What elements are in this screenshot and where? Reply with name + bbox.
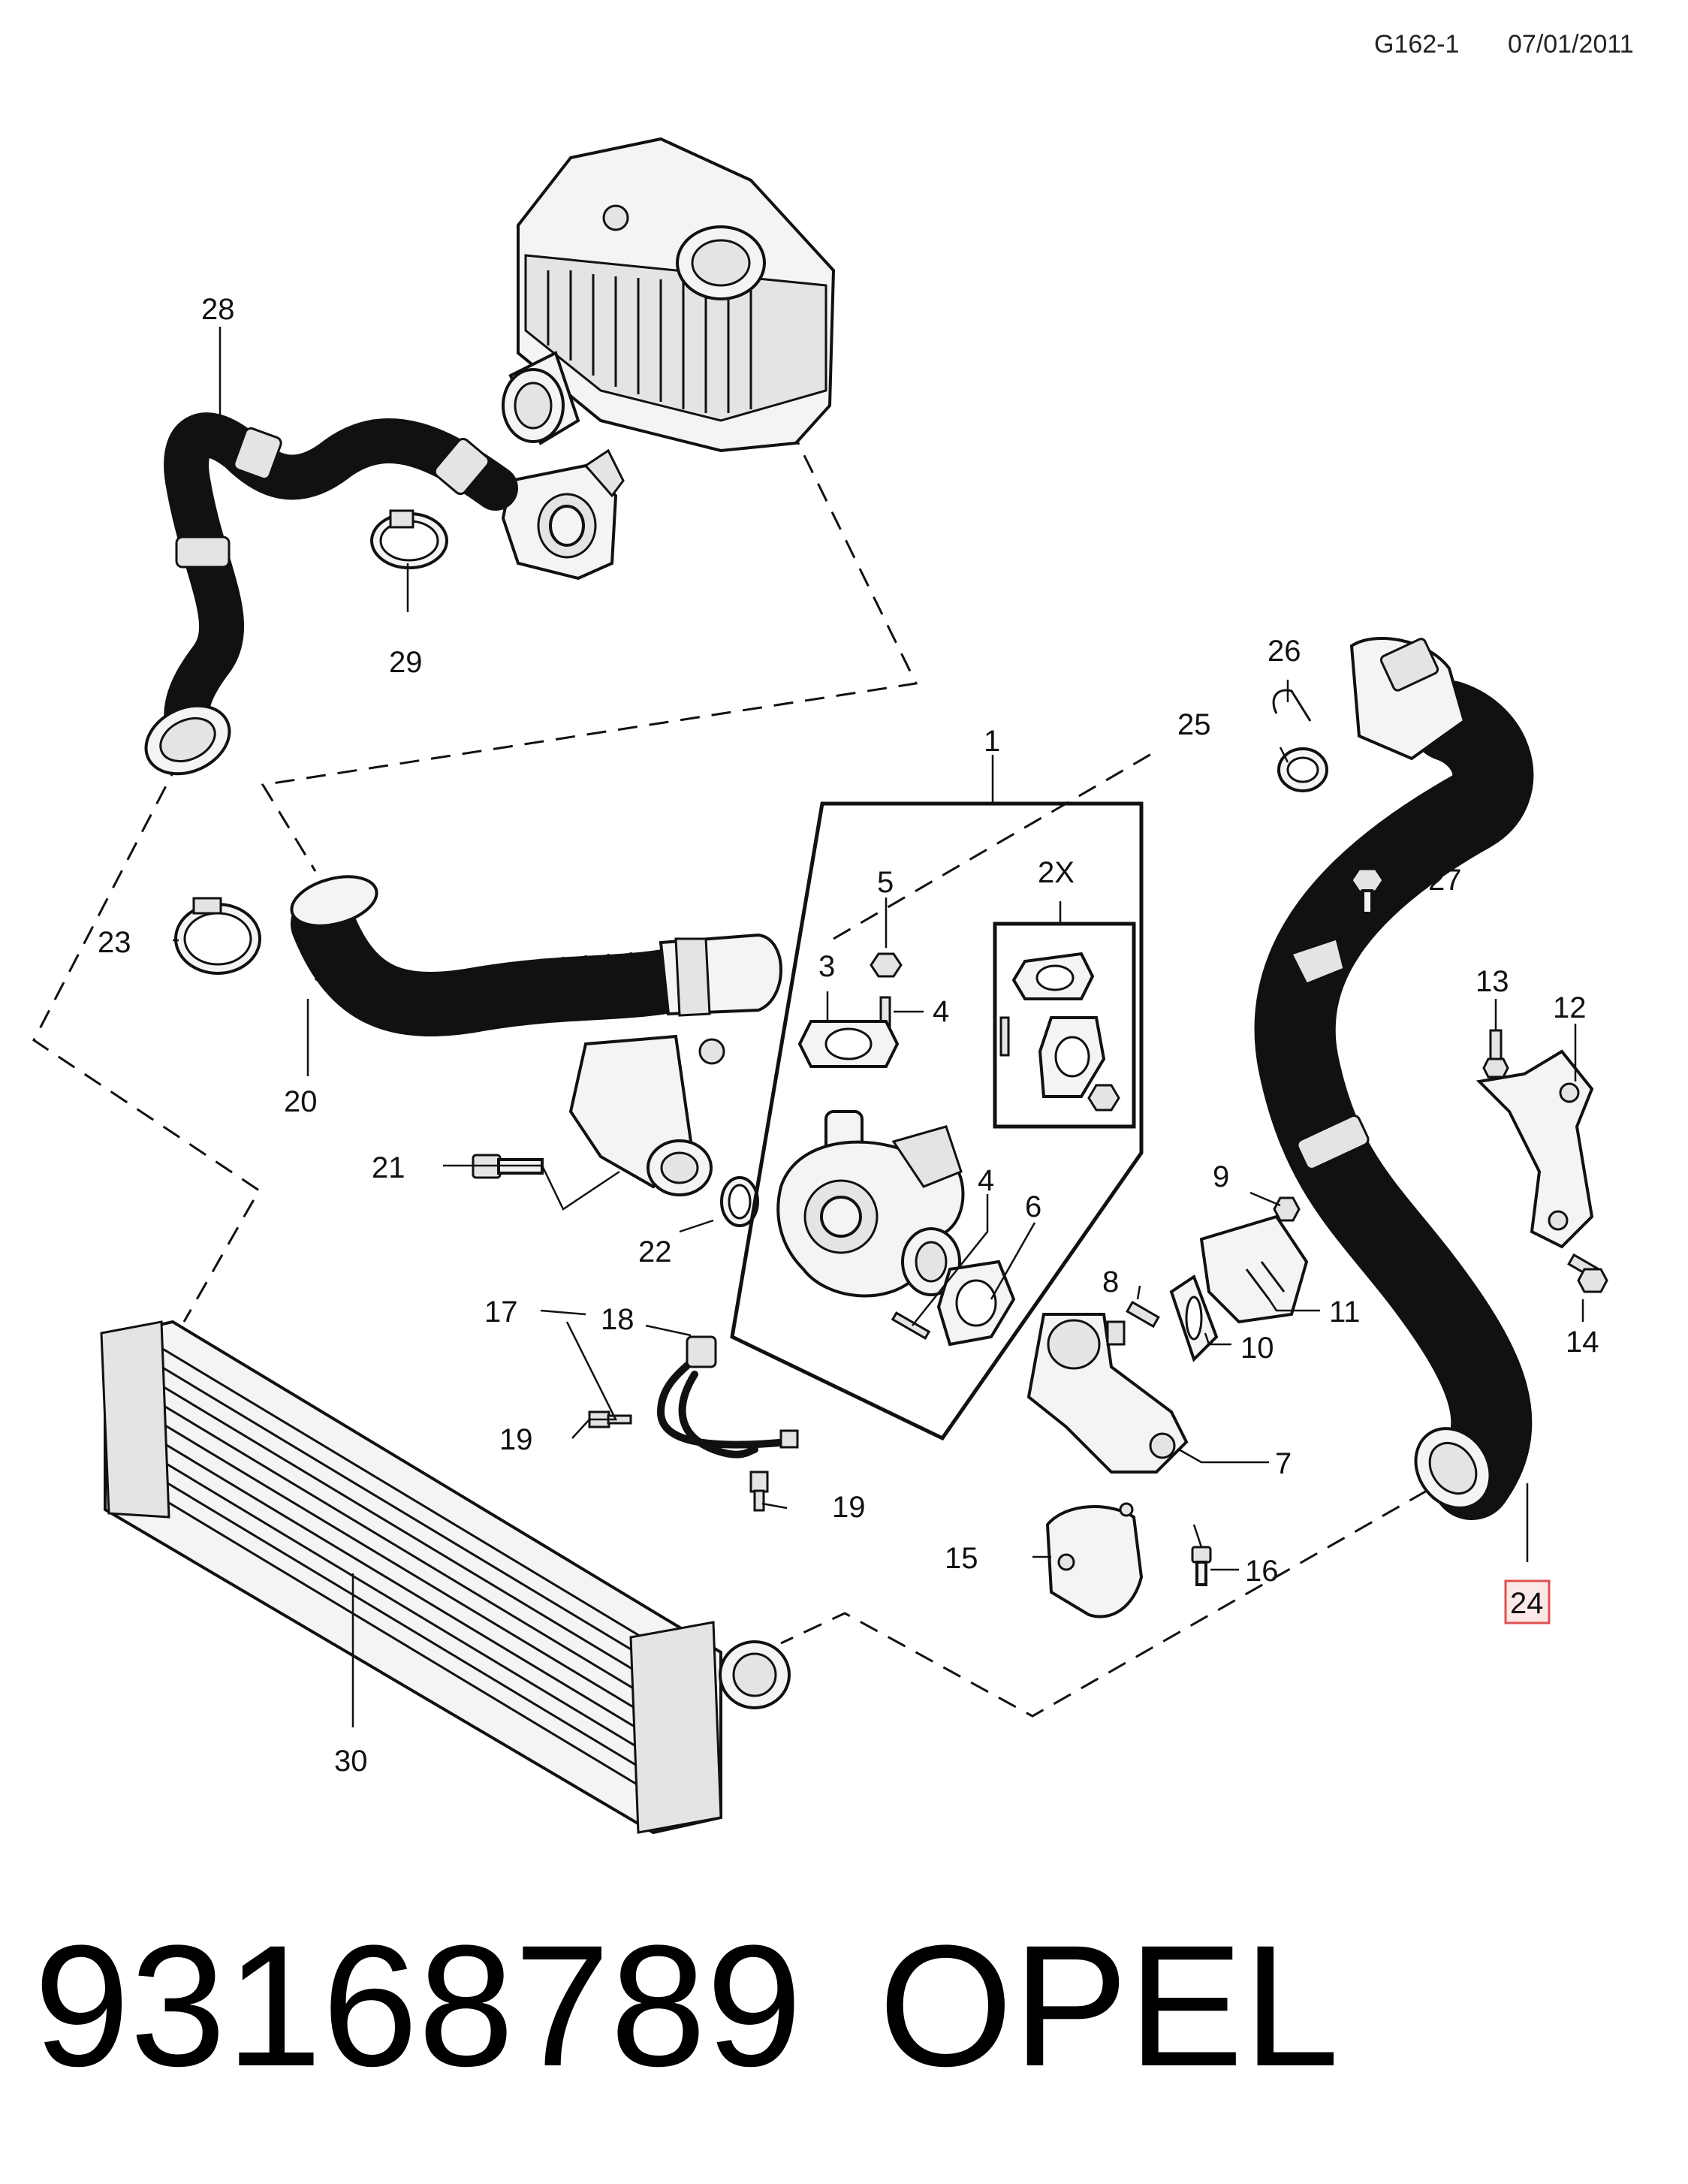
oil-pipes [588, 1335, 799, 1512]
callout-27: 27 [1428, 864, 1462, 897]
callout-24: 24 [1510, 1587, 1544, 1620]
callout-16: 16 [1245, 1555, 1279, 1588]
hose-28 [144, 412, 518, 776]
bracket-12 [1475, 1049, 1594, 1249]
gasket-kit-box [993, 922, 1136, 1129]
callout-5: 5 [877, 866, 894, 899]
hose-24 [1254, 637, 1534, 1520]
part-number: 93168789 [34, 1909, 802, 2102]
clamp-23 [174, 897, 261, 975]
callout-10: 10 [1240, 1332, 1274, 1365]
callout-19-upper: 19 [499, 1423, 533, 1456]
exhaust-elbow-7 [1026, 1313, 1189, 1474]
callout-24-highlight: 24 [1504, 1579, 1551, 1624]
turbo-small-parts [797, 952, 903, 1068]
callout-13: 13 [1475, 965, 1509, 998]
small-hardware-right [1126, 1196, 1309, 1586]
clip-26 [1272, 689, 1312, 722]
callout-30: 30 [334, 1745, 368, 1778]
callout-24-box [1504, 1579, 1551, 1624]
heat-shield-15 [1045, 1502, 1144, 1618]
callout-4-upper: 4 [933, 995, 949, 1028]
hose-20 [290, 875, 782, 1196]
callout-6: 6 [1025, 1190, 1041, 1223]
callout-17: 17 [484, 1296, 518, 1329]
callout-23: 23 [98, 926, 131, 959]
assembly-dashed-lines [32, 285, 1427, 1718]
callout-18: 18 [601, 1303, 635, 1336]
gaskets-2x [999, 952, 1120, 1112]
bolt-14 [1567, 1253, 1608, 1293]
callout-12: 12 [1553, 991, 1587, 1024]
callout-28: 28 [201, 293, 235, 326]
callout-22: 22 [638, 1235, 672, 1268]
callout-3: 3 [818, 950, 835, 983]
diagram-code: G162-1 [1374, 30, 1459, 59]
callout-2x: 2X [1038, 856, 1075, 889]
callout-25: 25 [1177, 708, 1211, 741]
brand-name: OPEL [879, 1909, 1340, 2102]
intercooler-30 [100, 1320, 791, 1835]
callout-8: 8 [1102, 1265, 1119, 1299]
callout-26: 26 [1268, 635, 1301, 668]
callout-labels: 1 2X 3 4 4 5 6 7 8 9 10 11 12 13 14 15 1… [98, 293, 1599, 1778]
callout-20: 20 [284, 1085, 318, 1118]
turbo-kit-frame [730, 801, 1144, 1441]
air-filter-housing [502, 137, 836, 453]
diagram-date: 07/01/2011 [1508, 30, 1634, 59]
callout-1: 1 [984, 725, 1000, 758]
gasket-22 [720, 1176, 759, 1227]
clamp-29 [370, 509, 448, 569]
bolt-13 [1482, 1029, 1509, 1078]
throttle-body [501, 448, 625, 581]
callout-11: 11 [1329, 1296, 1361, 1329]
callout-29: 29 [389, 646, 423, 679]
callout-7: 7 [1275, 1447, 1292, 1480]
clamp-25 [1277, 747, 1328, 792]
callout-9: 9 [1213, 1160, 1229, 1193]
callout-19-lower: 19 [832, 1491, 866, 1524]
callout-4-lower: 4 [978, 1164, 994, 1197]
callout-14: 14 [1566, 1326, 1599, 1359]
turbocharger [776, 1110, 1016, 1347]
callout-15: 15 [945, 1542, 978, 1575]
callout-21: 21 [372, 1151, 405, 1184]
leader-lines [173, 327, 1584, 1727]
bolt-27 [1350, 867, 1385, 915]
